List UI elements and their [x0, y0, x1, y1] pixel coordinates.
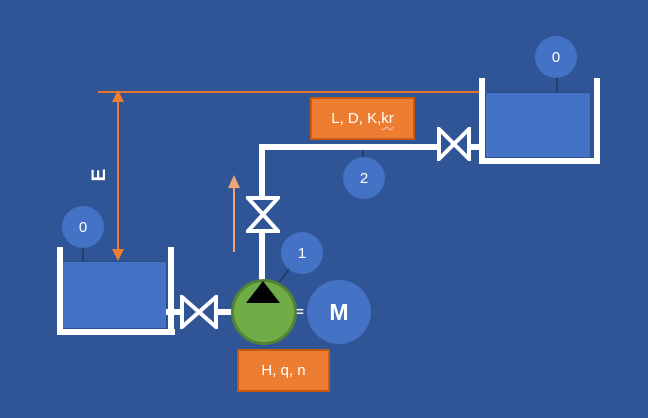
- motor-badge: M: [307, 280, 371, 344]
- arrow-down-icon: [112, 249, 124, 261]
- pipe-properties-label: L, D, K, kr: [310, 97, 415, 140]
- arrow-up-icon: [112, 90, 124, 102]
- pipe-suction-pump-side: [215, 309, 235, 315]
- pipe-properties-kr: kr: [381, 110, 394, 127]
- node-badge-lower-reservoir: 0: [62, 206, 104, 248]
- node-badge-upper-reservoir: 0: [535, 36, 577, 78]
- upper-reservoir-wall-left: [479, 78, 485, 164]
- pipe-suction-tank-side: [166, 309, 182, 315]
- discharge-valve-icon: [437, 127, 471, 161]
- pump-properties-label: H, q, n: [237, 349, 330, 392]
- coupling-symbol: =: [296, 303, 304, 319]
- pump-triangle-icon: [246, 281, 280, 303]
- upper-reservoir-bottom: [479, 158, 600, 164]
- lower-reservoir-water: [62, 261, 167, 329]
- flow-arrow-up-icon: [228, 175, 240, 188]
- pipe-upper-tank-stub: [468, 144, 482, 150]
- pipe-discharge-main: [259, 144, 440, 150]
- pipe-riser-upper: [259, 144, 265, 200]
- upper-reservoir-wall-right: [594, 78, 600, 164]
- pipe-riser-lower: [259, 229, 265, 289]
- lower-reservoir-bottom: [57, 329, 175, 335]
- flow-arrow-shaft: [233, 187, 235, 252]
- lower-reservoir-wall-right: [168, 247, 174, 335]
- lower-reservoir-wall-left: [57, 247, 63, 335]
- riser-valve-icon: [246, 196, 280, 233]
- suction-valve-icon: [180, 295, 218, 329]
- elevation-arrow-shaft: [117, 100, 119, 252]
- node-badge-suction: 1: [281, 232, 323, 274]
- upper-reservoir-water: [485, 92, 591, 158]
- pipe-properties-prefix: L, D, K,: [331, 110, 382, 127]
- node-badge-discharge: 2: [343, 157, 385, 199]
- water-level-line: [98, 91, 486, 93]
